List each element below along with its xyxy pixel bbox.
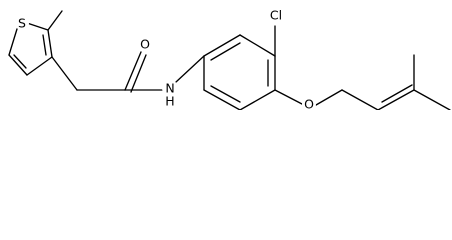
bond-nitrogen-aryl	[175, 55, 205, 83]
bond-c4-c5-inner	[13, 54, 27, 69]
chemical-structure-diagram: S O N H Cl O	[8, 8, 451, 111]
bond-c3-c4	[26, 56, 53, 76]
bond-carbonyl-oxygen-double	[130, 54, 147, 93]
bond-ether-oxygen-ch2	[315, 89, 343, 106]
ether-oxygen-label: O	[304, 97, 314, 111]
bond-ar1-ar2-inner	[210, 42, 241, 61]
bond-ar5-ar6-inner	[210, 85, 241, 103]
bond-c-methyl-right	[413, 89, 451, 110]
molecule-canvas: S O N H Cl O	[0, 0, 452, 110]
amide-hydrogen-label: H	[165, 94, 174, 109]
bond-carbonyl-oxygen	[124, 51, 142, 91]
bond-ar5-ar6	[203, 89, 241, 110]
bond-c4-c5	[8, 54, 28, 76]
bond-c2-c3-inner	[42, 34, 47, 56]
bond-c2-c3	[47, 29, 53, 58]
bond-ch2-ch	[341, 89, 379, 110]
chlorine-label: Cl	[270, 8, 282, 23]
bond-ar2-ar3	[239, 34, 276, 57]
bond-ar4-ar5	[239, 89, 276, 110]
carbonyl-oxygen-label: O	[140, 37, 150, 52]
sulfur-label: S	[18, 16, 26, 31]
thiophene-ring	[8, 22, 53, 76]
amide-nitrogen-label: N	[165, 81, 174, 96]
bond-c5-s1	[8, 28, 18, 56]
bond-aryl-ether-oxygen	[274, 89, 303, 105]
bond-ch-c-double-inner	[381, 84, 413, 103]
benzene-ring	[203, 34, 276, 110]
atom-labels: S O N H Cl O	[15, 8, 316, 111]
bond-thiophene-methyl	[47, 10, 63, 31]
bond-ar1-ar2	[203, 34, 241, 57]
bond-ch-c-double	[377, 89, 415, 110]
bond-s1-c2	[26, 22, 49, 31]
bond-c3-ch2	[51, 56, 78, 91]
